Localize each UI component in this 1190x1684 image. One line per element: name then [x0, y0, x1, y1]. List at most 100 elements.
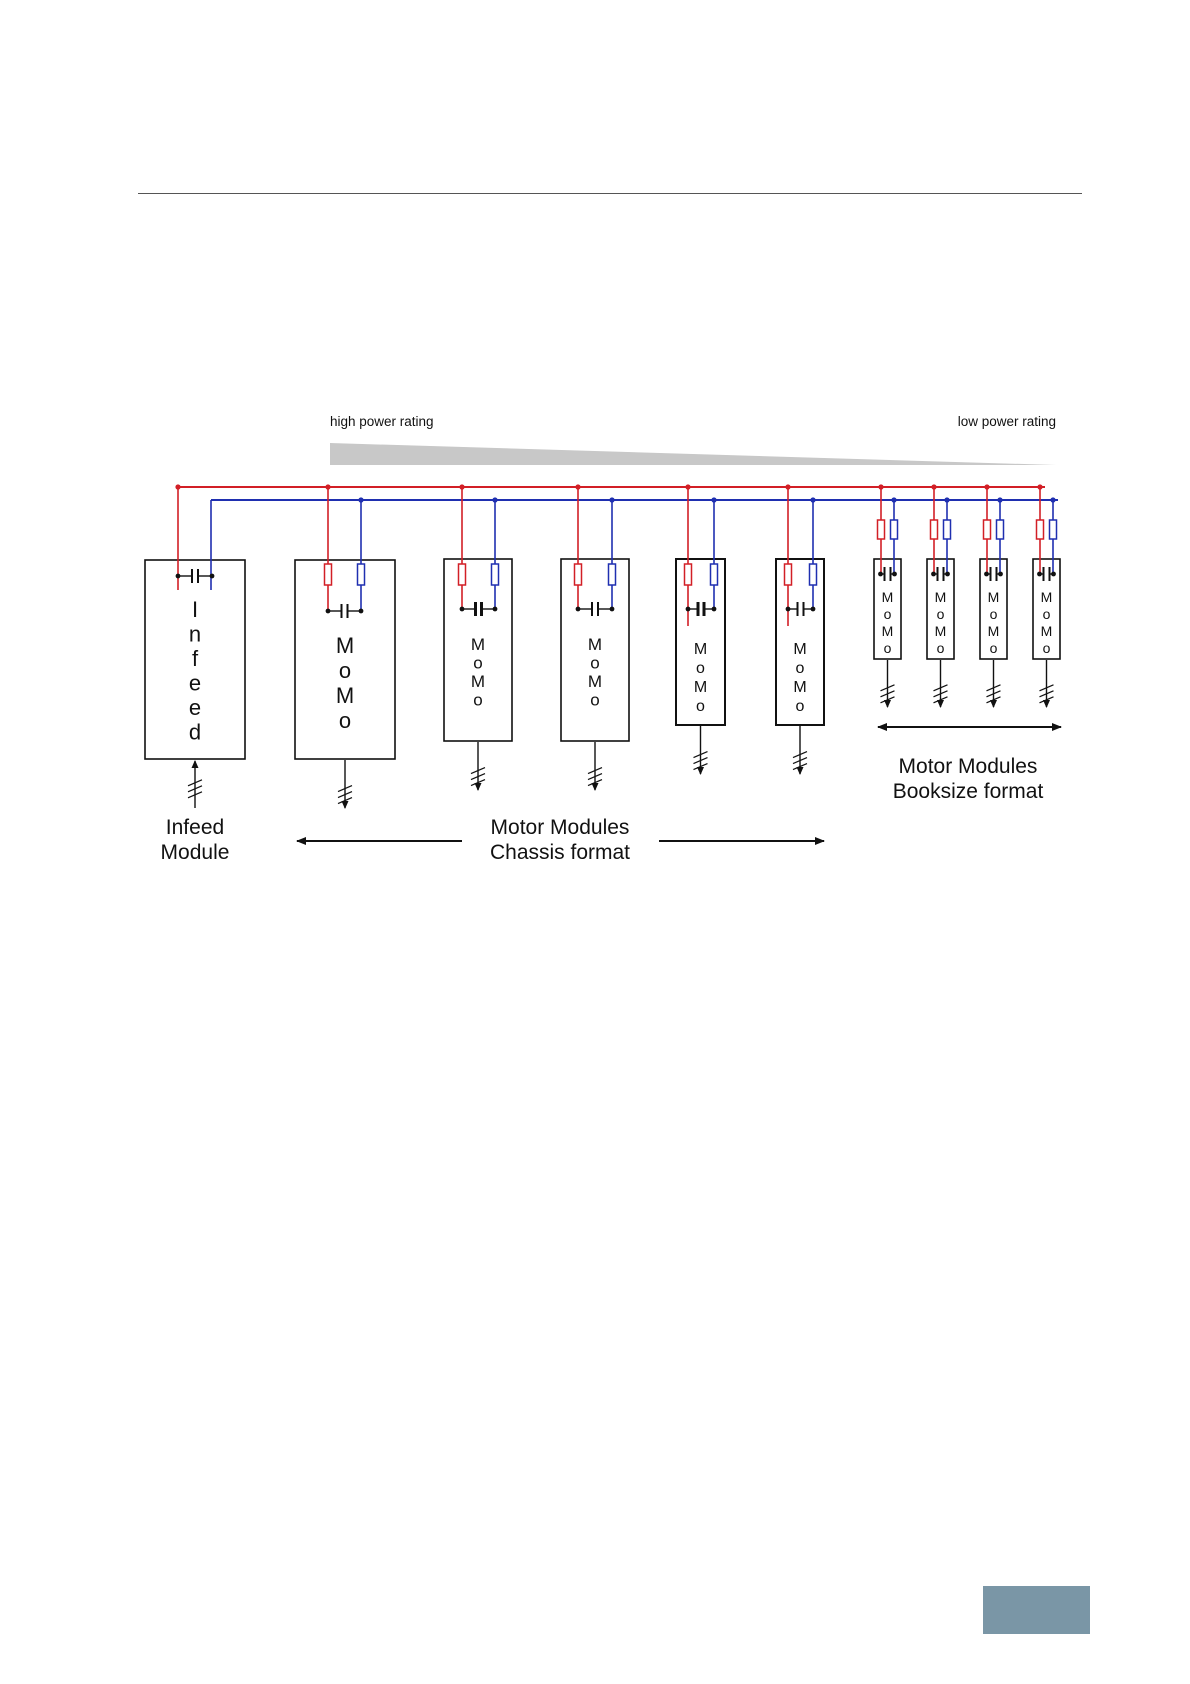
fuse-icon: [492, 564, 499, 585]
module-label-char: o: [1043, 606, 1051, 622]
module-label-char: o: [473, 691, 482, 710]
module-label-char: o: [696, 660, 705, 677]
fuse-icon: [711, 564, 718, 585]
module-label-char: o: [590, 691, 599, 710]
capacitor-node: [326, 609, 331, 614]
module-label-char: o: [884, 606, 892, 622]
power-rating-wedge: [330, 443, 1056, 465]
module-label-char: o: [696, 698, 705, 715]
module-label-char: o: [590, 654, 599, 673]
capacitor-node: [1037, 572, 1042, 577]
bus-junction: [175, 484, 180, 489]
booksize-three-phase-icon: [987, 660, 1001, 707]
module-label-char: o: [1043, 640, 1051, 656]
booksize-three-phase-icon: [1040, 660, 1054, 707]
bus-junction: [609, 497, 614, 502]
module-label-char: M: [1041, 589, 1053, 605]
capacitor-node: [892, 572, 897, 577]
chassis-three-phase-icon: [588, 742, 602, 790]
module-label-char: M: [588, 672, 602, 691]
bus-junction: [325, 484, 330, 489]
module-label-char: o: [990, 640, 998, 656]
fuse-icon: [1050, 520, 1057, 539]
bus-junction: [810, 497, 815, 502]
module-label-char: M: [793, 641, 806, 658]
module-label-char: M: [793, 679, 806, 696]
capacitor-node: [984, 572, 989, 577]
fuse-icon: [931, 520, 938, 539]
bus-junction: [492, 497, 497, 502]
footer-page-tab: [983, 1586, 1090, 1634]
module-label-char: M: [988, 623, 1000, 639]
bus-junction: [711, 497, 716, 502]
fuse-icon: [459, 564, 466, 585]
capacitor-node: [712, 607, 717, 612]
module-label-char: o: [473, 654, 482, 673]
high-power-label: high power rating: [330, 414, 434, 429]
module-label-char: o: [339, 658, 351, 683]
capacitor-node: [878, 572, 883, 577]
module-label-char: M: [1041, 623, 1053, 639]
module-label-char: M: [935, 623, 947, 639]
fuse-icon: [997, 520, 1004, 539]
booksize-caption-line1: Motor Modules: [899, 755, 1038, 778]
capacitor-node: [686, 607, 691, 612]
capacitor-node: [786, 607, 791, 612]
infeed-caption-line1: Infeed: [166, 816, 224, 839]
capacitor-node: [811, 607, 816, 612]
module-label-char: M: [471, 672, 485, 691]
capacitor-node: [610, 607, 615, 612]
module-label-char: M: [694, 641, 707, 658]
infeed-caption-line2: Module: [161, 841, 230, 864]
fuse-icon: [810, 564, 817, 585]
module-label-char: o: [339, 708, 351, 733]
fuse-icon: [1037, 520, 1044, 539]
fuse-icon: [984, 520, 991, 539]
infeed-three-phase-icon: [188, 761, 202, 808]
chassis-three-phase-icon: [793, 726, 807, 774]
module-label-char: n: [189, 622, 201, 647]
module-label-char: o: [796, 698, 805, 715]
module-label-char: M: [336, 633, 354, 658]
module-label-char: M: [882, 589, 894, 605]
fuse-icon: [878, 520, 885, 539]
fuse-icon: [785, 564, 792, 585]
fuse-icon: [685, 564, 692, 585]
capacitor-node: [576, 607, 581, 612]
module-label-char: o: [884, 640, 892, 656]
capacitor-node: [210, 574, 215, 579]
booksize-caption-line2: Booksize format: [893, 780, 1044, 803]
module-label-char: M: [935, 589, 947, 605]
module-label-char: o: [937, 640, 945, 656]
module-label-char: I: [192, 597, 198, 622]
booksize-three-phase-icon: [934, 660, 948, 707]
capacitor-node: [1051, 572, 1056, 577]
module-label-char: M: [471, 635, 485, 654]
chassis-three-phase-icon: [471, 742, 485, 790]
module-label-char: M: [694, 679, 707, 696]
capacitor-node: [176, 574, 181, 579]
bus-junction: [785, 484, 790, 489]
module-label-char: M: [988, 589, 1000, 605]
capacitor-node: [359, 609, 364, 614]
capacitor-node: [931, 572, 936, 577]
fuse-icon: [325, 564, 332, 585]
chassis-three-phase-icon: [694, 726, 708, 774]
dc-link-bus: [178, 487, 1058, 500]
module-label-char: M: [882, 623, 894, 639]
capacitor-node: [460, 607, 465, 612]
capacitor-node: [493, 607, 498, 612]
module-label-char: o: [796, 660, 805, 677]
booksize-three-phase-icon: [881, 660, 895, 707]
module-label-char: M: [336, 683, 354, 708]
fuse-icon: [944, 520, 951, 539]
module-label-char: d: [189, 720, 201, 745]
fuse-icon: [575, 564, 582, 585]
bus-junction: [685, 484, 690, 489]
module-label-char: e: [189, 695, 201, 720]
bus-junction: [358, 497, 363, 502]
module-label-char: o: [990, 606, 998, 622]
module-label-char: o: [937, 606, 945, 622]
bus-junction: [575, 484, 580, 489]
